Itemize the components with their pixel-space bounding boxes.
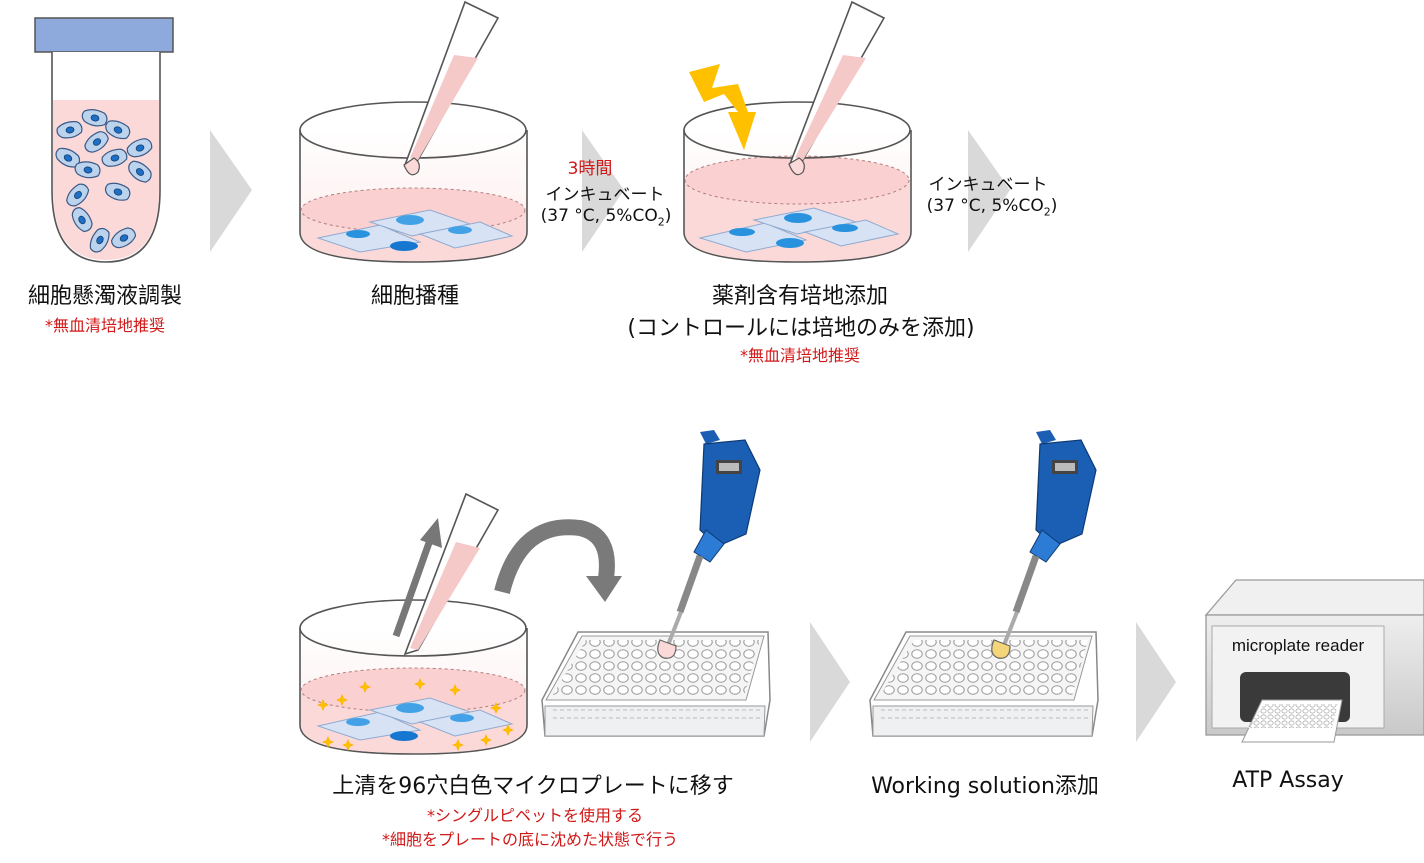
- step-arrow-4: [810, 622, 850, 742]
- culture-dish-supernatant: [299, 492, 528, 755]
- pipette-tip-drug: [788, 0, 886, 176]
- culture-dish-seeding: [299, 0, 528, 263]
- droplet-sample: [657, 639, 677, 659]
- step2-title: 細胞播種: [370, 284, 459, 309]
- step5-title: Working solution添加: [871, 774, 1099, 799]
- step3-note: *無血清培地推奨: [739, 346, 860, 365]
- step3-subtitle: (コントロールには培地のみを添加): [627, 316, 975, 341]
- centrifuge-tube: [34, 17, 174, 263]
- culture-dish-drug: [683, 0, 912, 263]
- pipette-tip: [403, 0, 500, 176]
- incubate1-time: 3時間: [567, 159, 613, 179]
- incubate2-condition: (37 °C, 5%CO2): [926, 196, 1058, 219]
- step1-note: *無血清培地推奨: [44, 316, 165, 335]
- micropipette-1: [657, 430, 761, 659]
- droplet-reagent: [991, 639, 1011, 659]
- adherent-cells-drug: [698, 207, 900, 253]
- transfer-curved-arrow: [494, 519, 615, 595]
- adherent-cells: [316, 209, 514, 253]
- lightning-icon: [689, 64, 756, 150]
- step4-note2: *細胞をプレートの底に沈めた状態で行う: [381, 830, 678, 849]
- step-arrow-5: [1136, 622, 1176, 742]
- step4-note1: *シングルピペットを使用する: [426, 806, 643, 825]
- microplate-96-well-2: [869, 631, 1099, 737]
- up-arrow-icon: [392, 518, 442, 638]
- incubate1-label: インキュベート: [545, 185, 665, 205]
- step-arrow-3: [968, 130, 1010, 252]
- droplet: [403, 157, 420, 176]
- tube-cap: [34, 17, 174, 53]
- pipette-tip-aspirate: [403, 492, 500, 656]
- incubate1-condition: (37 °C, 5%CO2): [540, 206, 672, 229]
- device-label: microplate reader: [1231, 636, 1365, 655]
- step4-title: 上清を96穴白色マイクロプレートに移す: [332, 774, 734, 799]
- step-arrow-2: [582, 130, 624, 252]
- step-arrow-1: [210, 130, 252, 252]
- step3-title: 薬剤含有培地添加: [711, 284, 888, 309]
- step6-title: ATP Assay: [1232, 768, 1344, 793]
- microplate-96-well: [541, 631, 771, 737]
- incubate2-label: インキュベート: [928, 175, 1048, 195]
- micropipette-2: [991, 430, 1097, 659]
- step1-title: 細胞懸濁液調製: [27, 284, 182, 309]
- microplate-reader-device: [1204, 579, 1424, 743]
- droplet-drug: [788, 157, 805, 176]
